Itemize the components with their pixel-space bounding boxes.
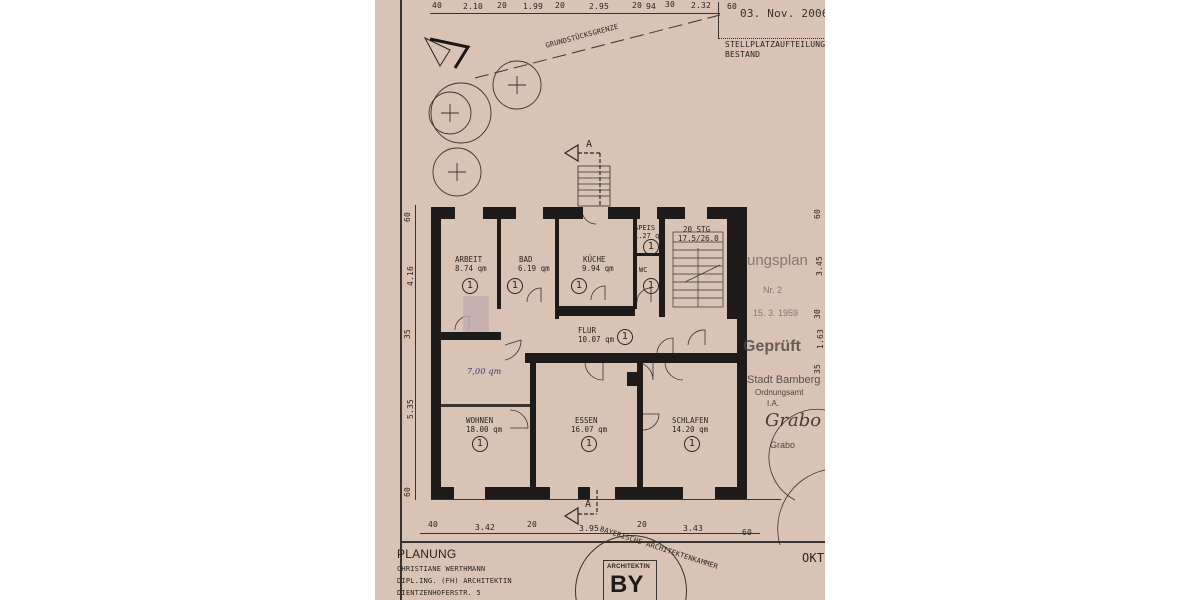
room-name: FLUR — [578, 326, 597, 335]
handwritten-area-note: 7,00 qm — [467, 367, 502, 376]
seal-logo: BY — [610, 571, 644, 598]
room-name: SPEIS — [634, 224, 656, 232]
dim: 20 — [632, 1, 643, 10]
dim: 35 — [813, 363, 823, 375]
dim: 20 — [637, 520, 648, 529]
unit-marker: 1 — [643, 278, 659, 294]
frame-left-line — [400, 0, 402, 600]
stamp-date: 15. 3. 1959 — [753, 308, 799, 318]
dim: 5.35 — [406, 398, 416, 420]
signature: Grabo — [765, 410, 822, 431]
stair-count: 20 STG — [683, 225, 711, 234]
dim: 1.63 — [816, 328, 825, 350]
unit-marker: 1 — [617, 329, 633, 345]
stamp-line1: STELLPLATZAUFTEILUNG — [725, 40, 825, 49]
dim: 2.32 — [691, 1, 712, 10]
dim: 3.45 — [815, 255, 825, 277]
room-area: 14.20 qm — [672, 425, 709, 434]
title-right-label: OKT — [802, 551, 825, 565]
unit-marker: 1 — [462, 278, 478, 294]
dim: 40 — [432, 1, 443, 10]
room-area: 8.74 qm — [455, 264, 487, 273]
dim: 20 — [527, 520, 538, 529]
unit-marker: 1 — [643, 239, 659, 255]
architect-title: DIPL.ING. (FH) ARCHITEKTIN — [397, 577, 512, 585]
site-graphics — [423, 14, 825, 546]
dim: 60 — [813, 208, 823, 220]
dim: 20 — [555, 1, 566, 10]
room-area: 9.94 qm — [582, 264, 614, 273]
date-stamp: 03. Nov. 2006 — [740, 7, 825, 20]
stamp-text: Geprüft — [743, 338, 801, 355]
room-name: ESSEN — [575, 416, 598, 425]
stamp-text: Nr. 2 — [763, 285, 783, 295]
dim: 2.95 — [589, 2, 610, 11]
dim: 60 — [742, 528, 753, 537]
dim: 60 — [727, 2, 738, 11]
left-dimension-line — [415, 205, 416, 500]
dim: 3.95 — [579, 524, 600, 533]
room-area: 1.27 qm — [634, 232, 664, 240]
unit-marker: 1 — [581, 436, 597, 452]
seal-label: ARCHITEKTIN — [607, 564, 650, 570]
dim: 60 — [403, 211, 413, 223]
bottom-dimension-line — [420, 533, 760, 534]
room-name: SCHLAFEN — [672, 416, 709, 425]
room-area: 10.07 qm — [578, 335, 615, 344]
dim: 30 — [665, 0, 676, 9]
dim: 4.16 — [406, 265, 416, 287]
room-name: KÜCHE — [583, 255, 606, 264]
room-area: 18.00 qm — [466, 425, 503, 434]
unit-marker: 1 — [571, 278, 587, 294]
architect-address: DIENTZENHOFERSTR. 5 — [397, 589, 481, 597]
dim: 30 — [813, 308, 823, 320]
unit-marker: 1 — [684, 436, 700, 452]
dim: 35 — [403, 328, 413, 340]
title-heading: PLANUNG — [397, 547, 457, 561]
dim: 3.42 — [475, 523, 496, 532]
architect-name: CHRISTIANE WERTHMANN — [397, 565, 486, 573]
room-area: 16.07 qm — [571, 425, 608, 434]
stair-ratio: 17.5/26.0 — [678, 234, 719, 243]
dim: 60 — [403, 486, 413, 498]
room-name: ARBEIT — [455, 255, 483, 264]
room-name: WOHNEN — [466, 416, 494, 425]
section-marker-bottom: A — [585, 499, 592, 510]
stamp-text: Stadt Bamberg — [747, 374, 821, 386]
stamp-text: Ordnungsamt — [755, 388, 804, 397]
stamp-text: I.A. — [767, 399, 780, 408]
parking-stamp-box — [718, 2, 825, 39]
dim: 2.10 — [463, 2, 484, 11]
top-dimension-line — [430, 13, 720, 14]
dim: 94 — [646, 2, 657, 11]
unit-marker: 1 — [472, 436, 488, 452]
dim: 20 — [497, 1, 508, 10]
dim: 40 — [428, 520, 439, 529]
unit-marker: 1 — [507, 278, 523, 294]
floor-plan-sheet: 40 2.10 20 1.99 20 2.95 20 94 30 2.32 60… — [375, 0, 825, 600]
stamp-line2: BESTAND — [725, 50, 761, 59]
shaded-area — [463, 296, 489, 332]
stamp-name: Grabo — [770, 440, 796, 450]
dim: 1.99 — [523, 2, 544, 11]
room-name: WC — [639, 266, 648, 274]
room-area: 6.19 qm — [518, 264, 550, 273]
section-marker-top: A — [586, 139, 593, 150]
room-name: BAD — [519, 255, 533, 264]
dim: 3.43 — [683, 524, 704, 533]
stamp-text: ungsplan — [747, 252, 808, 269]
